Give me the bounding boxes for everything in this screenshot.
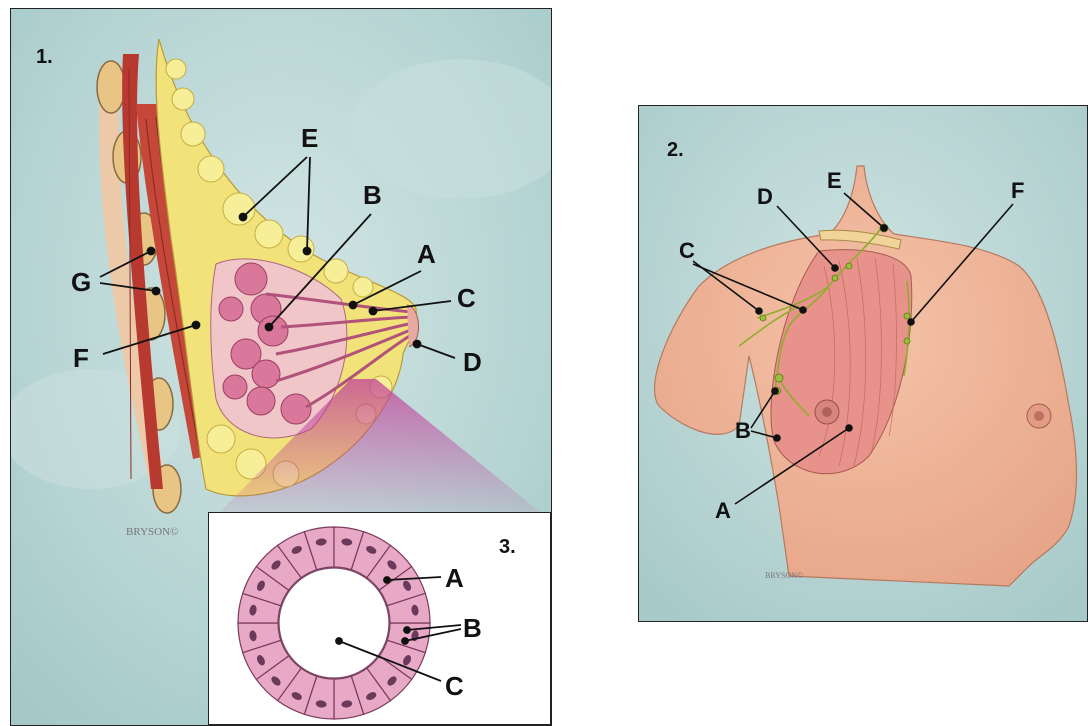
label-3-B: B (463, 613, 482, 643)
panel-acinus-cross-section: 3. A B C (208, 512, 551, 725)
lumen (279, 568, 389, 678)
label-2-C: C (679, 238, 695, 263)
label-1-F: F (73, 343, 89, 373)
acinus-illustration: 3. A B C (209, 513, 550, 724)
label-1-B: B (363, 180, 382, 210)
label-1-E: E (301, 123, 318, 153)
panel1-number: 1. (36, 46, 53, 68)
label-2-B: B (735, 418, 751, 443)
signature-1: BRYSON© (126, 526, 178, 538)
label-3-A: A (445, 563, 464, 593)
label-2-F: F (1011, 178, 1024, 203)
label-1-A: A (417, 239, 436, 269)
panel-lymphatic-drainage: 2. E D C F B A BRYSON© (638, 105, 1088, 622)
label-2-A: A (715, 498, 731, 523)
panel3-number: 3. (499, 536, 516, 558)
label-1-C: C (457, 283, 476, 313)
signature-2: BRYSON© (765, 571, 803, 580)
label-2-D: D (757, 184, 773, 209)
lymphatic-drainage-illustration: 2. E D C F B A BRYSON© (639, 106, 1087, 621)
label-3-C: C (445, 671, 464, 701)
label-2-E: E (827, 168, 842, 193)
label-1-G: G (71, 267, 91, 297)
panel2-number: 2. (667, 139, 684, 161)
label-1-D: D (463, 347, 482, 377)
